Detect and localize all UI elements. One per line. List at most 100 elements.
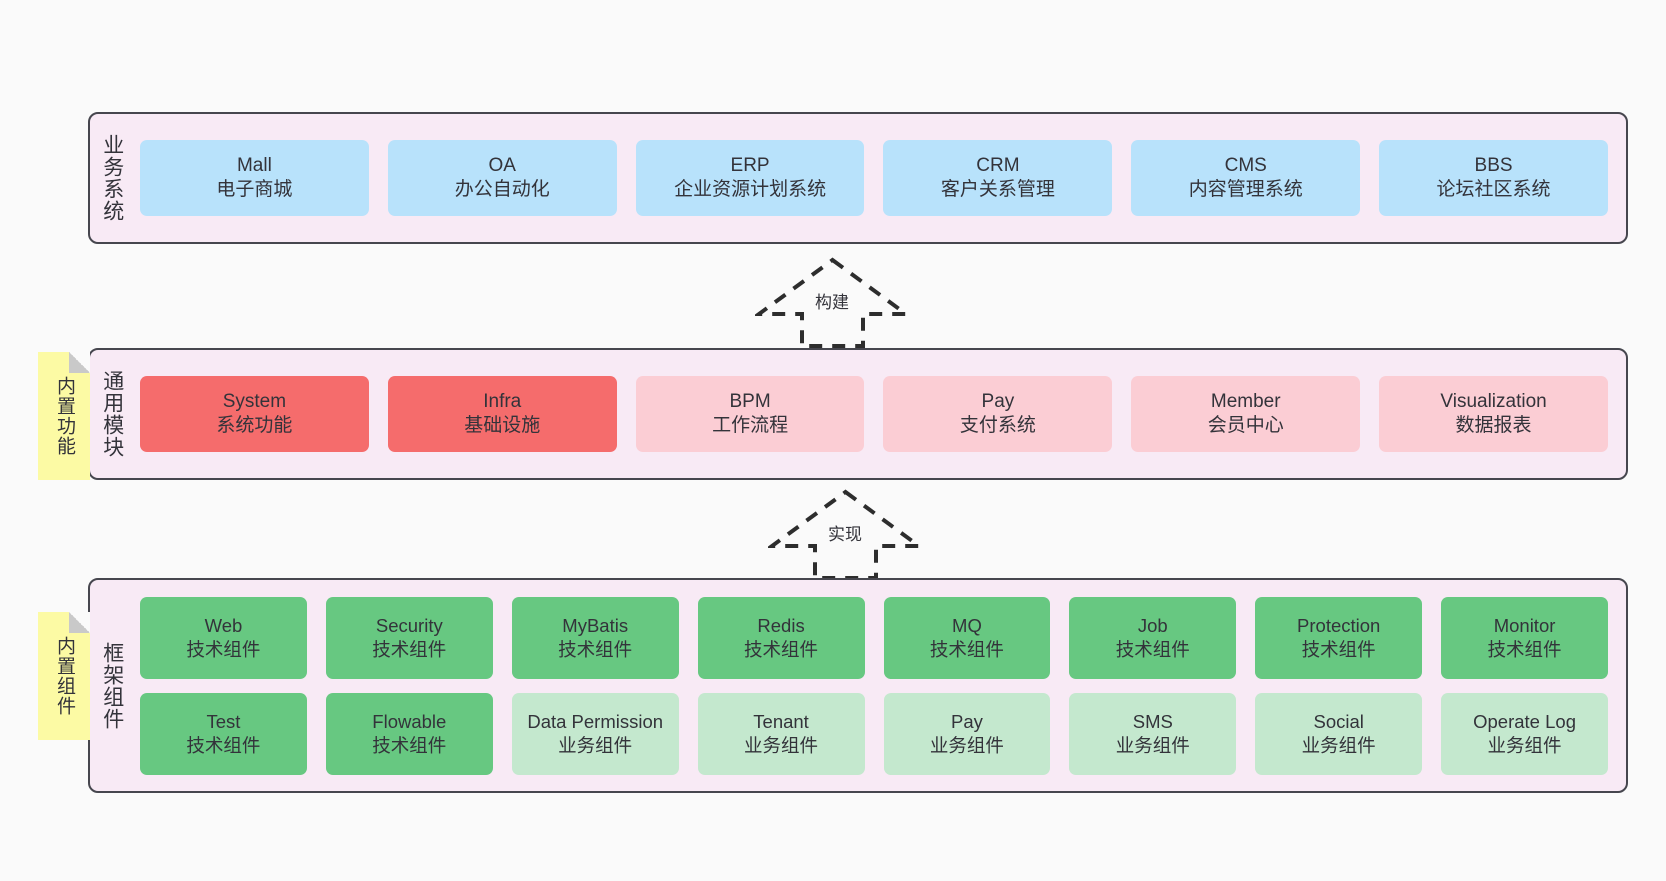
layer-title-common-modules: 通用模块: [100, 370, 124, 458]
node-data-permission[interactable]: Data Permission 业务组件: [511, 692, 679, 775]
node-title: OA: [488, 154, 516, 176]
node-title: MyBatis: [562, 614, 629, 636]
node-title: Mall: [236, 154, 272, 176]
node-title: Test: [206, 710, 241, 732]
node-subtitle: 技术组件: [372, 734, 447, 756]
node-subtitle: 基础设施: [464, 415, 541, 436]
node-subtitle: 技术组件: [372, 638, 447, 660]
layer-row: System 系统功能 Infra 基础设施 BPM 工作流程 Pay 支付系统…: [140, 376, 1608, 452]
node-title: MQ: [952, 614, 982, 636]
sticky-note-builtin-components: 内置组件: [38, 612, 90, 740]
node-title: Flowable: [372, 710, 447, 732]
node-title: Visualization: [1440, 390, 1547, 412]
node-title: Operate Log: [1473, 710, 1576, 732]
node-operate-log[interactable]: Operate Log 业务组件: [1441, 692, 1608, 775]
node-title: Monitor: [1493, 614, 1556, 636]
node-sms[interactable]: SMS 业务组件: [1069, 692, 1237, 775]
layer-body-framework-components: Web 技术组件 Security 技术组件 MyBatis 技术组件 Redi…: [134, 580, 1626, 791]
layer-business-system: 业务系统 Mall 电子商城 OA 办公自动化 ERP 企业资源计划系统 CRM…: [88, 112, 1628, 244]
layer-common-modules: 通用模块 System 系统功能 Infra 基础设施 BPM 工作流程 Pay…: [88, 348, 1628, 480]
node-subtitle: 企业资源计划系统: [674, 179, 827, 200]
node-cms[interactable]: CMS 内容管理系统: [1131, 140, 1361, 216]
node-subtitle: 技术组件: [1301, 638, 1376, 660]
node-subtitle: 电子商城: [216, 179, 293, 200]
node-flowable[interactable]: Flowable 技术组件: [325, 692, 493, 775]
node-title: Web: [204, 614, 243, 636]
node-subtitle: 技术组件: [1115, 638, 1190, 660]
layer-body-common-modules: System 系统功能 Infra 基础设施 BPM 工作流程 Pay 支付系统…: [134, 350, 1626, 478]
node-visualization[interactable]: Visualization 数据报表: [1379, 376, 1608, 452]
node-title: BBS: [1474, 154, 1513, 176]
node-subtitle: 业务组件: [929, 734, 1004, 756]
node-title: Pay: [981, 390, 1015, 412]
layer-body-business-system: Mall 电子商城 OA 办公自动化 ERP 企业资源计划系统 CRM 客户关系…: [134, 114, 1626, 242]
node-subtitle: 技术组件: [186, 638, 261, 660]
node-subtitle: 技术组件: [186, 734, 261, 756]
node-subtitle: 内容管理系统: [1188, 179, 1303, 200]
node-title: Tenant: [753, 710, 809, 732]
node-subtitle: 会员中心: [1207, 415, 1284, 436]
node-subtitle: 数据报表: [1455, 415, 1532, 436]
node-title: Security: [375, 614, 443, 636]
node-test[interactable]: Test 技术组件: [140, 692, 307, 775]
node-subtitle: 业务组件: [1487, 734, 1562, 756]
node-subtitle: 技术组件: [929, 638, 1004, 660]
node-subtitle: 办公自动化: [454, 179, 550, 200]
layer-row: Web 技术组件 Security 技术组件 MyBatis 技术组件 Redi…: [140, 596, 1608, 679]
node-job[interactable]: Job 技术组件: [1069, 596, 1237, 679]
node-subtitle: 支付系统: [959, 415, 1036, 436]
arrow-implement-label: 实现: [827, 520, 863, 545]
node-pay-module[interactable]: Pay 支付系统: [883, 376, 1113, 452]
sticky-note-builtin-functions: 内置功能: [38, 352, 90, 480]
node-oa[interactable]: OA 办公自动化: [387, 140, 617, 216]
layer-framework-components: 框架组件 Web 技术组件 Security 技术组件 MyBatis 技术组件…: [88, 578, 1628, 793]
node-title: Member: [1210, 390, 1281, 412]
node-subtitle: 业务组件: [1301, 734, 1376, 756]
arrow-build-label: 构建: [814, 288, 850, 313]
node-tenant[interactable]: Tenant 业务组件: [697, 692, 865, 775]
node-subtitle: 业务组件: [1115, 734, 1190, 756]
node-monitor[interactable]: Monitor 技术组件: [1441, 596, 1608, 679]
node-mybatis[interactable]: MyBatis 技术组件: [511, 596, 679, 679]
node-mq[interactable]: MQ 技术组件: [883, 596, 1051, 679]
node-subtitle: 业务组件: [558, 734, 633, 756]
node-bpm[interactable]: BPM 工作流程: [635, 376, 865, 452]
node-subtitle: 客户关系管理: [940, 179, 1055, 200]
node-member[interactable]: Member 会员中心: [1131, 376, 1361, 452]
sticky-note-label: 内置功能: [54, 376, 76, 456]
node-mall[interactable]: Mall 电子商城: [140, 140, 369, 216]
node-title: SMS: [1132, 710, 1173, 732]
node-infra[interactable]: Infra 基础设施: [387, 376, 617, 452]
node-social[interactable]: Social 业务组件: [1255, 692, 1423, 775]
node-title: Infra: [483, 390, 522, 412]
node-title: Pay: [950, 710, 983, 732]
node-title: Job: [1137, 614, 1168, 636]
node-title: System: [222, 390, 287, 412]
node-security[interactable]: Security 技术组件: [325, 596, 493, 679]
node-title: Protection: [1297, 614, 1381, 636]
node-subtitle: 技术组件: [558, 638, 633, 660]
layer-title-business-system: 业务系统: [100, 134, 124, 222]
node-title: BPM: [729, 390, 771, 412]
layer-row: Mall 电子商城 OA 办公自动化 ERP 企业资源计划系统 CRM 客户关系…: [140, 140, 1608, 216]
layer-title-framework-components: 框架组件: [100, 641, 124, 730]
node-subtitle: 工作流程: [712, 415, 789, 436]
node-pay-component[interactable]: Pay 业务组件: [883, 692, 1051, 775]
node-subtitle: 技术组件: [1487, 638, 1562, 660]
node-title: CMS: [1224, 154, 1267, 176]
node-subtitle: 技术组件: [744, 638, 819, 660]
node-web[interactable]: Web 技术组件: [140, 596, 307, 679]
node-erp[interactable]: ERP 企业资源计划系统: [635, 140, 865, 216]
node-bbs[interactable]: BBS 论坛社区系统: [1379, 140, 1608, 216]
node-crm[interactable]: CRM 客户关系管理: [883, 140, 1113, 216]
node-system[interactable]: System 系统功能: [140, 376, 369, 452]
sticky-note-label: 内置组件: [54, 636, 76, 716]
node-protection[interactable]: Protection 技术组件: [1255, 596, 1423, 679]
node-title: Redis: [757, 614, 805, 636]
node-subtitle: 系统功能: [216, 415, 293, 436]
node-redis[interactable]: Redis 技术组件: [697, 596, 865, 679]
node-subtitle: 论坛社区系统: [1436, 179, 1551, 200]
node-title: ERP: [730, 154, 770, 176]
layer-row: Test 技术组件 Flowable 技术组件 Data Permission …: [140, 692, 1608, 775]
